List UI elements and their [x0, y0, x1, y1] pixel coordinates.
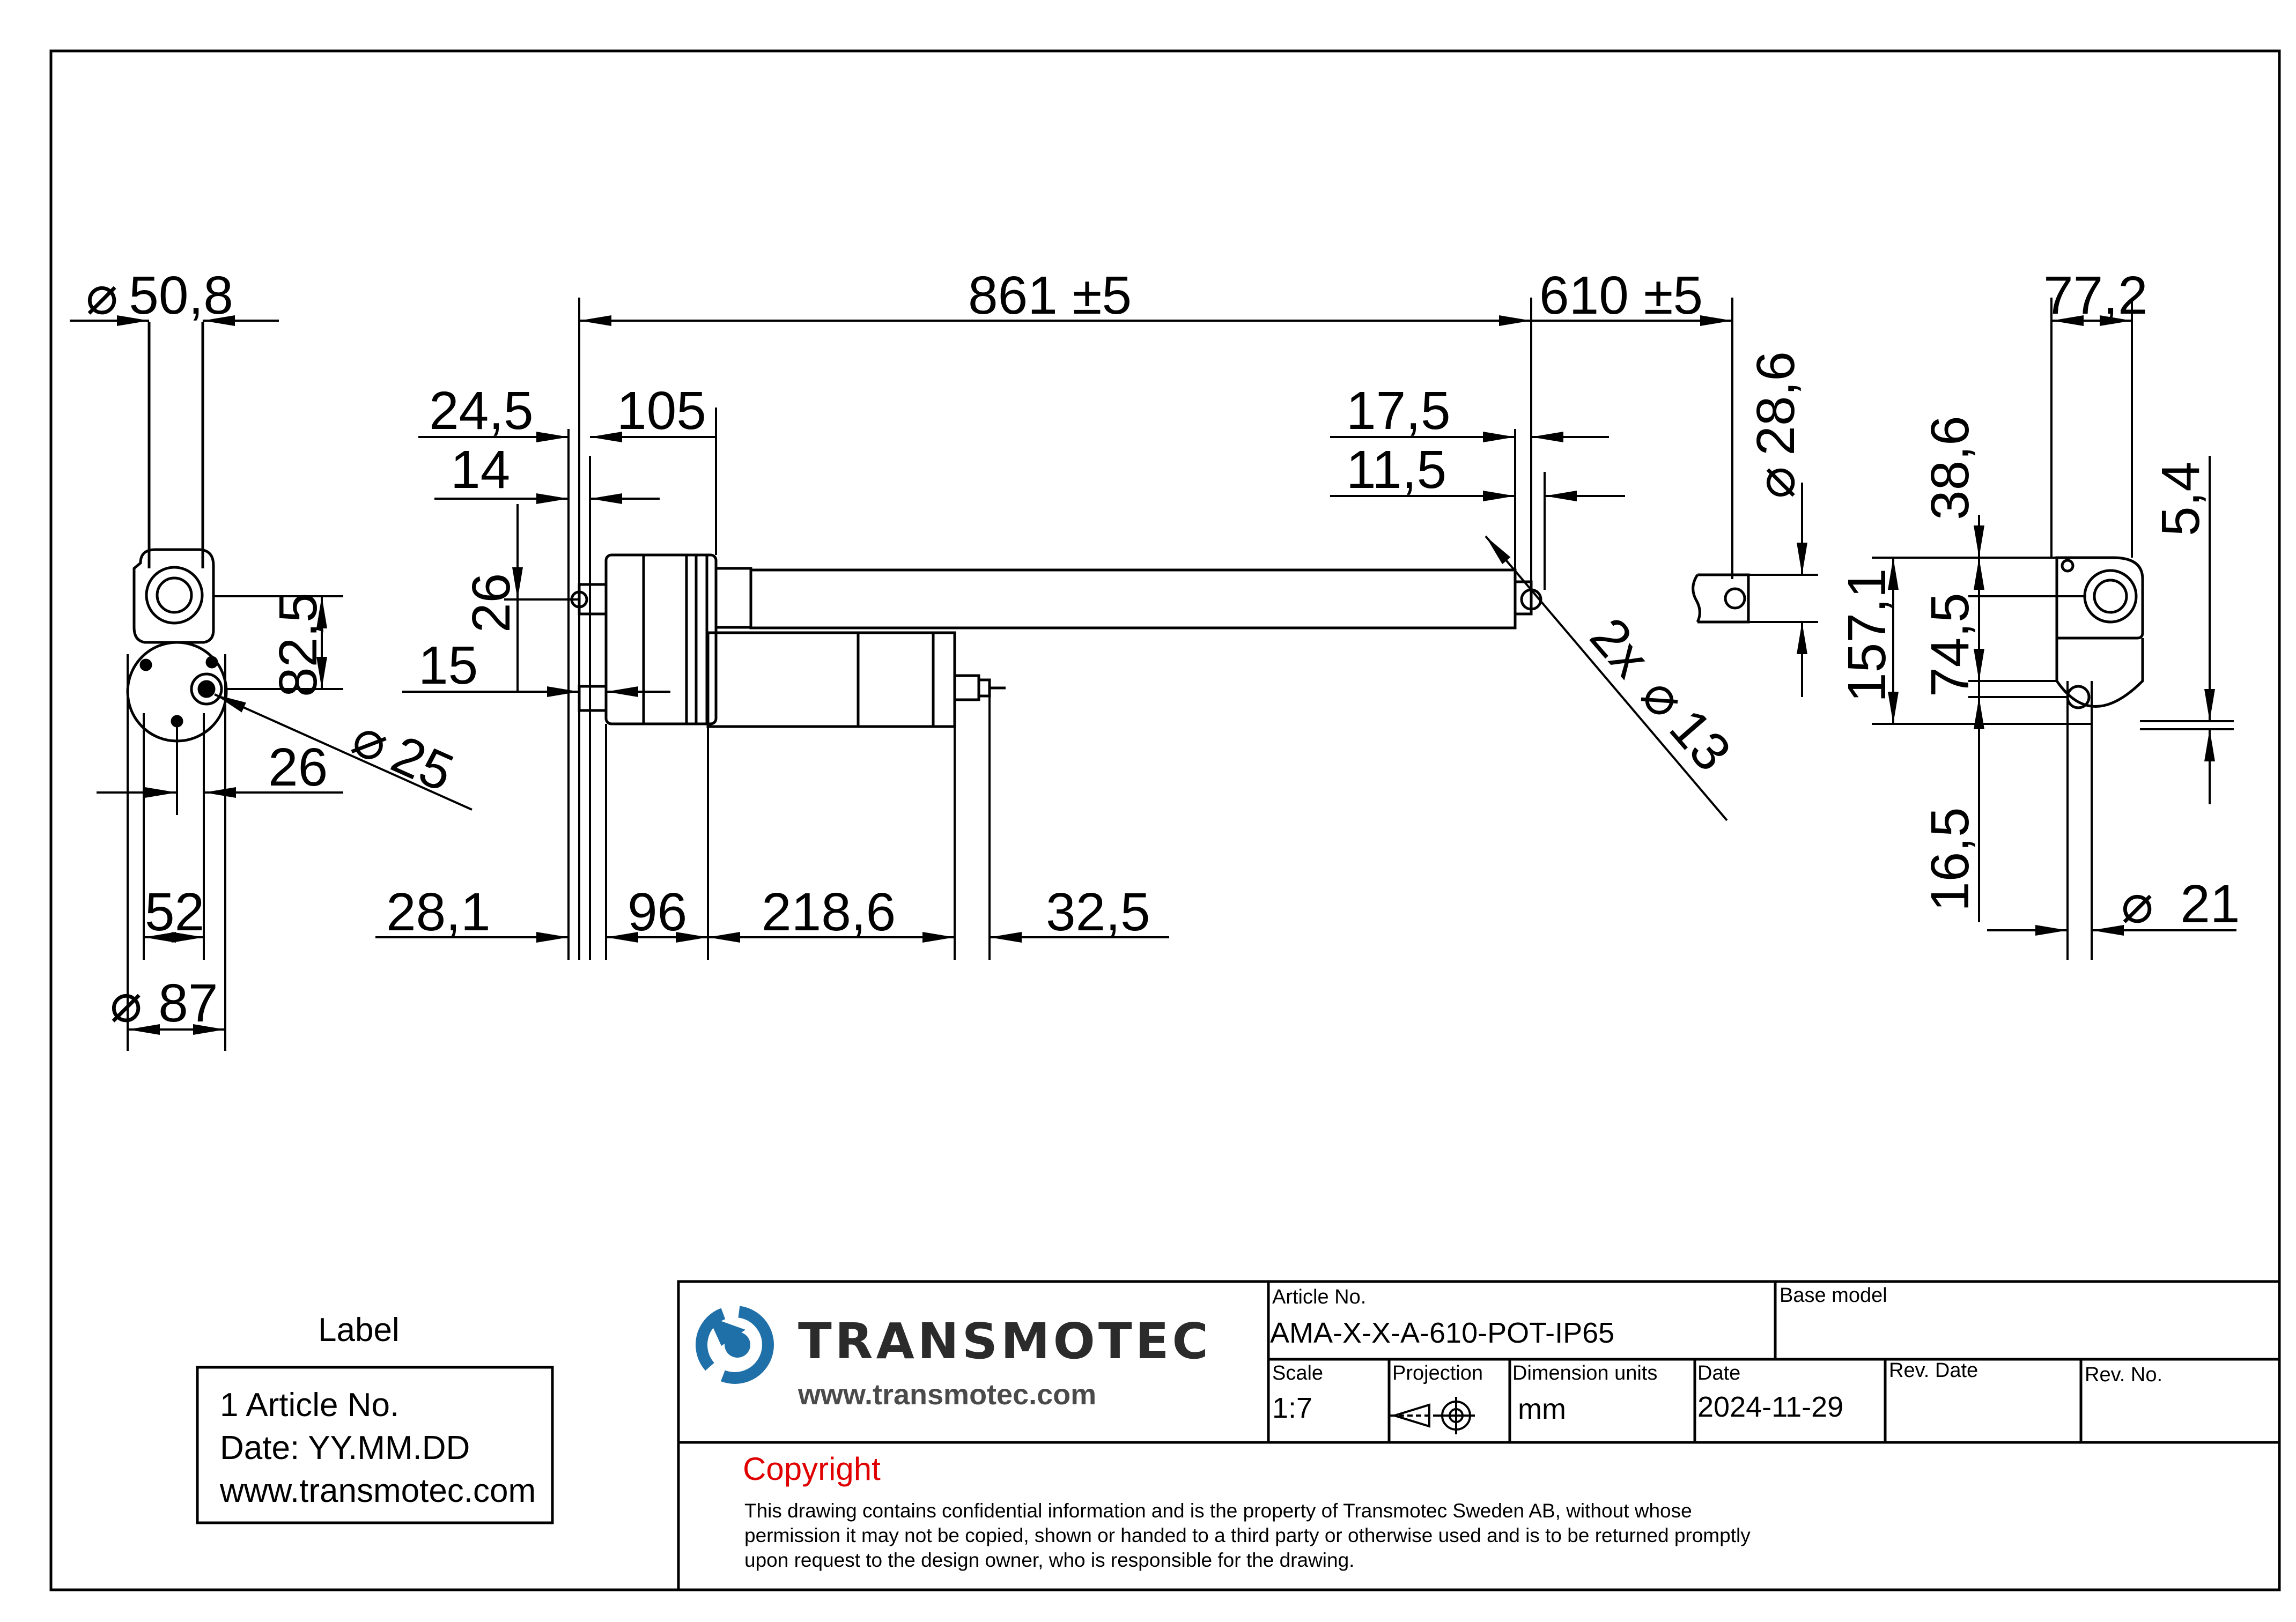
dim-11-5: 11,5	[1346, 440, 1446, 500]
date-value: 2024-11-29	[1697, 1391, 1844, 1423]
title-block-frame	[677, 1280, 2281, 1591]
dim-16-5: 16,5	[1920, 807, 1980, 912]
dim-24-5: 24,5	[429, 381, 534, 441]
dim-26-vertical: 26	[461, 573, 521, 633]
dim-2x-diameter-13: 2x⌀13	[1578, 606, 1743, 782]
copyright-title: Copyright	[743, 1451, 881, 1487]
article-no-label: Article No.	[1272, 1286, 1367, 1308]
label-box-line-3: www.transmotec.com	[220, 1472, 536, 1509]
dim-861: 861 ±5	[968, 265, 1132, 325]
brand-url: www.transmotec.com	[798, 1379, 1097, 1411]
rev-date-label: Rev. Date	[1889, 1359, 1978, 1382]
rev-no-label: Rev. No.	[2085, 1364, 2163, 1386]
units-label: Dimension units	[1512, 1362, 1658, 1384]
units-value: mm	[1518, 1393, 1566, 1425]
dim-diameter-87: ⌀87	[110, 973, 218, 1033]
dim-5-4: 5,4	[2151, 462, 2211, 536]
dim-218-6: 218,6	[762, 882, 896, 942]
dim-96: 96	[627, 882, 687, 942]
label-box	[196, 1366, 554, 1524]
dim-77-2: 77,2	[2043, 265, 2148, 325]
dim-diameter-21: ⌀21	[2121, 874, 2240, 934]
left-end-view	[126, 322, 228, 1051]
dim-82-5: 82,5	[268, 592, 328, 697]
projection-icon	[1390, 1397, 1475, 1434]
dim-diameter-25: ⌀25	[344, 707, 462, 803]
dim-15: 15	[418, 635, 478, 695]
dim-28-1: 28,1	[386, 882, 491, 942]
scale-value: 1:7	[1272, 1392, 1313, 1424]
article-no-value: AMA-X-X-A-610-POT-IP65	[1270, 1317, 1615, 1349]
dim-diameter-50-8: ⌀50,8	[86, 265, 233, 325]
dim-610: 610 ±5	[1539, 265, 1703, 325]
dim-32-5: 32,5	[1046, 882, 1150, 942]
dim-74-5: 74,5	[1920, 592, 1980, 697]
rod-end-detail	[1692, 573, 1818, 624]
dim-105: 105	[617, 381, 706, 441]
scale-label: Scale	[1272, 1362, 1324, 1384]
dim-38-6: 38,6	[1920, 416, 1980, 520]
main-side-view	[567, 298, 1733, 960]
right-end-view	[1872, 298, 2234, 960]
label-box-line-1: 1 Article No.	[220, 1387, 400, 1424]
label-box-title: Label	[318, 1312, 400, 1349]
brand-name: TRANSMOTEC	[798, 1313, 1212, 1370]
base-model-label: Base model	[1780, 1284, 1887, 1307]
label-box-line-2: Date: YY.MM.DD	[220, 1430, 470, 1467]
copyright-text: This drawing contains confidential infor…	[744, 1500, 1751, 1571]
projection-label: Projection	[1392, 1362, 1483, 1384]
dim-157-1: 157,1	[1837, 568, 1897, 702]
dimension-lines	[70, 315, 2236, 1035]
dim-52: 52	[145, 882, 204, 942]
date-label: Date	[1697, 1362, 1741, 1384]
dim-17-5: 17,5	[1346, 381, 1451, 441]
transmotec-logo-icon	[696, 1306, 774, 1384]
dim-14: 14	[451, 440, 510, 500]
dim-diameter-28-6: ⌀28,6	[1746, 351, 1806, 499]
dim-26-horizontal: 26	[268, 737, 328, 797]
